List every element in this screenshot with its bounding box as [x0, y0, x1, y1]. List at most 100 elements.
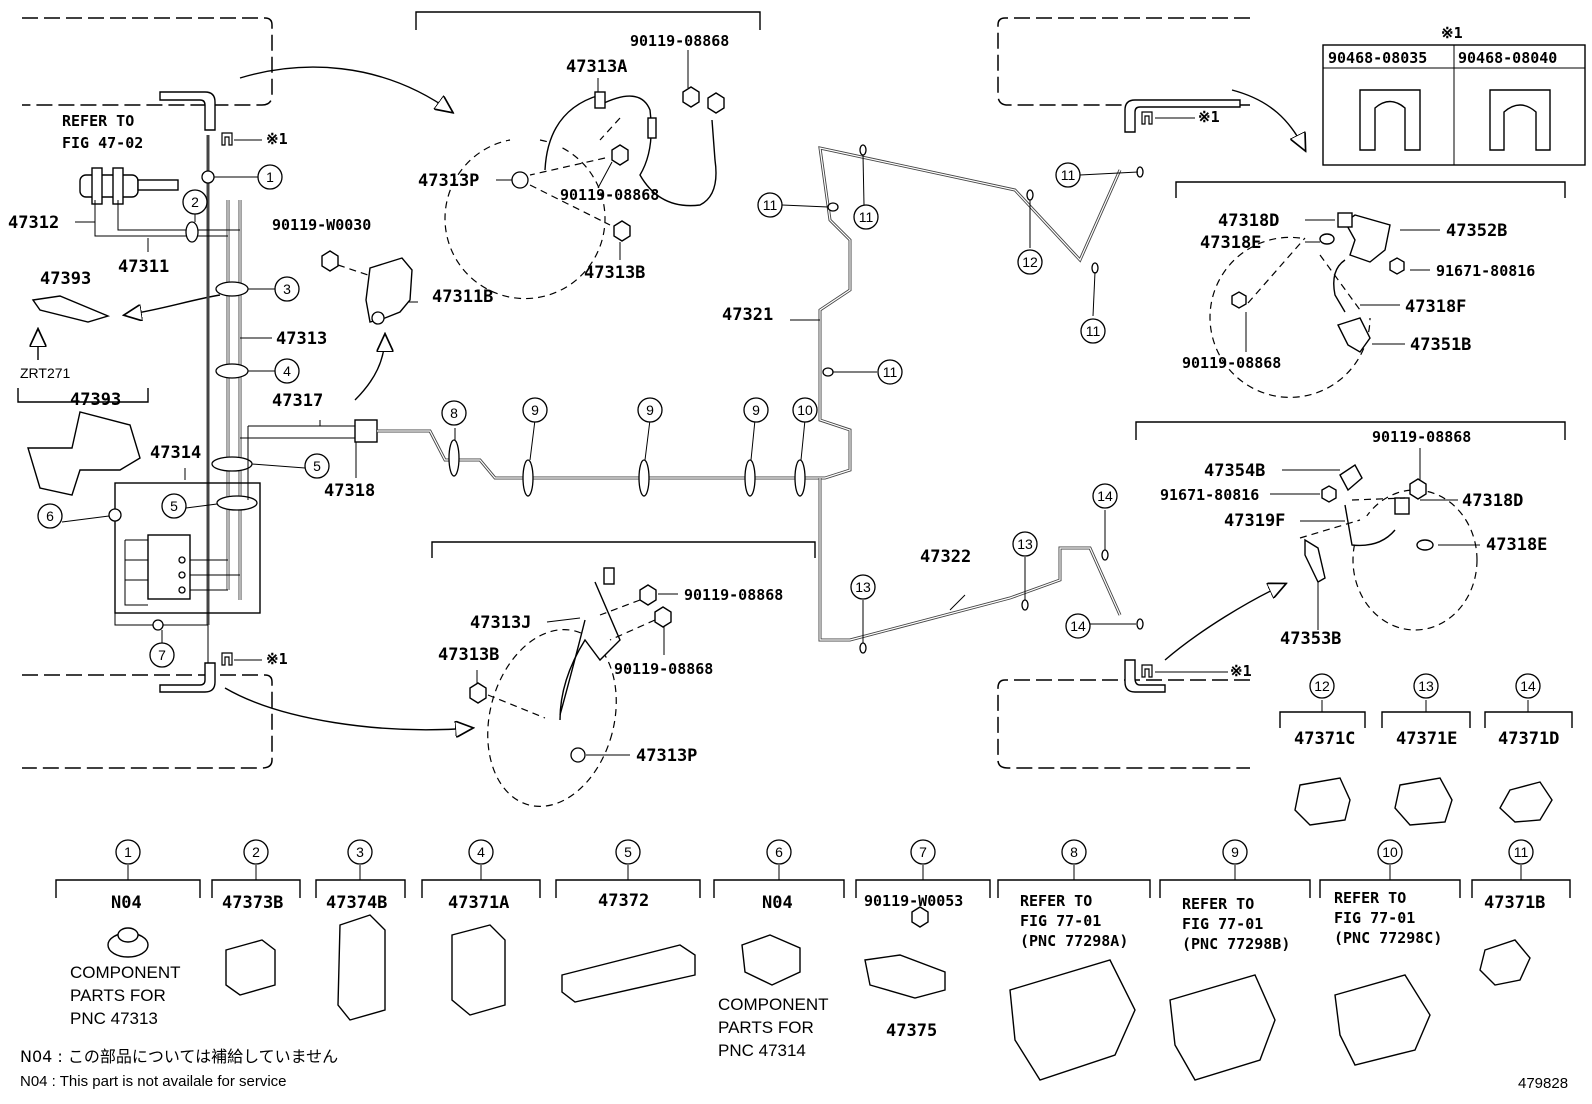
clamp-14-b — [1136, 618, 1144, 630]
rr-upper-47318D — [1337, 212, 1353, 228]
front-47313P — [511, 171, 529, 189]
clip-47311B — [365, 257, 413, 323]
diagram-id: 479828 — [1518, 1075, 1568, 1092]
front-bolt-90119-b — [611, 144, 629, 166]
label-47321: 47321 — [722, 305, 773, 325]
pipe-47311 — [94, 200, 190, 237]
rr-upper-leaders — [1245, 219, 1440, 352]
rear-right-upper-rotor — [1209, 236, 1371, 398]
clip-47311B-bolt-hole — [371, 311, 385, 325]
clamp-3-on-trunk — [215, 281, 249, 297]
rru-label-47351B: 47351B — [1410, 335, 1471, 355]
callout-8-bottom-text: 8 — [1070, 844, 1078, 860]
vehicle-body-rear-left — [22, 674, 273, 769]
callout-12-main: 12 — [1017, 249, 1043, 275]
front-bolt-90119-a2 — [707, 92, 725, 114]
rr-upper-dashes — [1247, 237, 1361, 311]
rr-upper-47351B — [1337, 317, 1371, 353]
callout-14-side-text: 14 — [1520, 678, 1536, 694]
callout-8-main: 8 — [441, 400, 467, 426]
clip-47371E-icon — [1394, 777, 1453, 826]
bottom-1-note-3: PNC 47313 — [70, 1009, 158, 1028]
clip-12-bracket — [1279, 711, 1366, 728]
callout-9-main-a: 9 — [522, 397, 548, 423]
clamp-8-on-pipe — [448, 439, 460, 477]
cross-mark-rl: ※1 — [266, 650, 288, 668]
rear-left-bleeder — [603, 567, 615, 585]
clip-14-bracket — [1484, 711, 1573, 728]
shim-90468-08040-icon — [1489, 89, 1551, 151]
clamp-11-c — [822, 367, 834, 377]
bolt-90119-W0030 — [321, 250, 339, 272]
callout-11-c-text: 11 — [883, 364, 898, 380]
callout-13-a-text: 13 — [1017, 536, 1033, 552]
leader-6 — [61, 515, 110, 523]
label-zrt271: ZRT271 — [20, 365, 71, 381]
bottom-8-refer-1: REFER TO — [1020, 892, 1092, 910]
clip-47371C-icon — [1294, 777, 1351, 826]
callout-6-bottom: 6 — [766, 839, 792, 865]
vehicle-body-rear-right — [997, 679, 1250, 769]
rrl-label-47354B: 47354B — [1204, 461, 1265, 481]
rru-label-90119-08868: 90119-08868 — [1182, 354, 1281, 372]
rru-label-47318D: 47318D — [1218, 211, 1279, 231]
callout-11-e-text: 11 — [1086, 323, 1101, 339]
front-label-47313P: 47313P — [418, 171, 479, 191]
callout-3-main: 3 — [274, 276, 300, 302]
label-47322: 47322 — [920, 547, 971, 567]
rear-left-bolt-47313B — [469, 682, 487, 704]
junction-47318 — [354, 419, 378, 443]
callout-3-bottom: 3 — [347, 839, 373, 865]
callout-4-bottom-text: 4 — [477, 844, 485, 860]
bottom-brackets — [55, 865, 1571, 898]
rr-lower-47318E — [1416, 539, 1434, 551]
rr-lower-dashes — [1299, 497, 1406, 539]
clamp-11-a — [827, 202, 839, 212]
pipe-47321-highlight — [377, 147, 1121, 479]
label-47393-bottom: 47393 — [70, 390, 121, 410]
grommet-47314-icon — [741, 934, 801, 986]
front-bolt-90119-a — [682, 86, 700, 108]
bottom-6-note-3: PNC 47314 — [718, 1041, 806, 1060]
master-cylinder-47312 — [79, 174, 139, 198]
callout-5-main-b: 5 — [161, 493, 187, 519]
rear-left-caliper-bracket — [559, 581, 621, 721]
label-47314: 47314 — [150, 443, 201, 463]
arrow-to-rear-left-detail — [224, 687, 472, 730]
label-47317: 47317 — [272, 391, 323, 411]
vehicle-body-front-right — [997, 17, 1250, 106]
side-clip-14-label: 47371D — [1498, 729, 1559, 749]
callout-5-main-a-text: 5 — [313, 458, 321, 474]
callout-2-bottom-text: 2 — [252, 844, 260, 860]
label-47311: 47311 — [118, 257, 169, 277]
grommet-n04-icon-top — [117, 927, 139, 943]
actuator-lines — [124, 539, 148, 606]
label-47311B: 47311B — [432, 287, 493, 307]
callout-7-bottom-text: 7 — [919, 844, 927, 860]
callout-14-side: 14 — [1515, 673, 1541, 699]
callout-13-a: 13 — [1012, 531, 1038, 557]
callout-11-c: 11 — [877, 359, 903, 385]
rr-upper-47318E — [1319, 233, 1335, 245]
front-dashes — [529, 117, 621, 226]
clamp-13-b — [1021, 599, 1029, 611]
refer-to-fig-47-02-line2: FIG 47-02 — [62, 134, 143, 152]
bracket-47393-callout — [17, 388, 149, 403]
bottom-1-note-2: PARTS FOR — [70, 986, 166, 1005]
shim-table-cross-mark: ※1 — [1441, 24, 1463, 42]
callout-13-side: 13 — [1413, 673, 1439, 699]
actuator-port-1 — [178, 556, 186, 564]
hose-rear-right — [1124, 659, 1166, 693]
callout-14-a: 14 — [1092, 483, 1118, 509]
front-bolt-47313B — [613, 220, 631, 242]
front-label-47313B: 47313B — [584, 263, 645, 283]
clip-12-14-stems — [1321, 700, 1529, 712]
clamp-11-d — [1091, 262, 1099, 274]
clamp-9-on-pipe-b — [638, 459, 650, 497]
rr-lower-leaders — [1270, 448, 1480, 630]
clip-13-bracket — [1381, 711, 1471, 728]
callout-12-side-text: 12 — [1314, 678, 1330, 694]
arrow-to-front-detail — [239, 66, 452, 112]
